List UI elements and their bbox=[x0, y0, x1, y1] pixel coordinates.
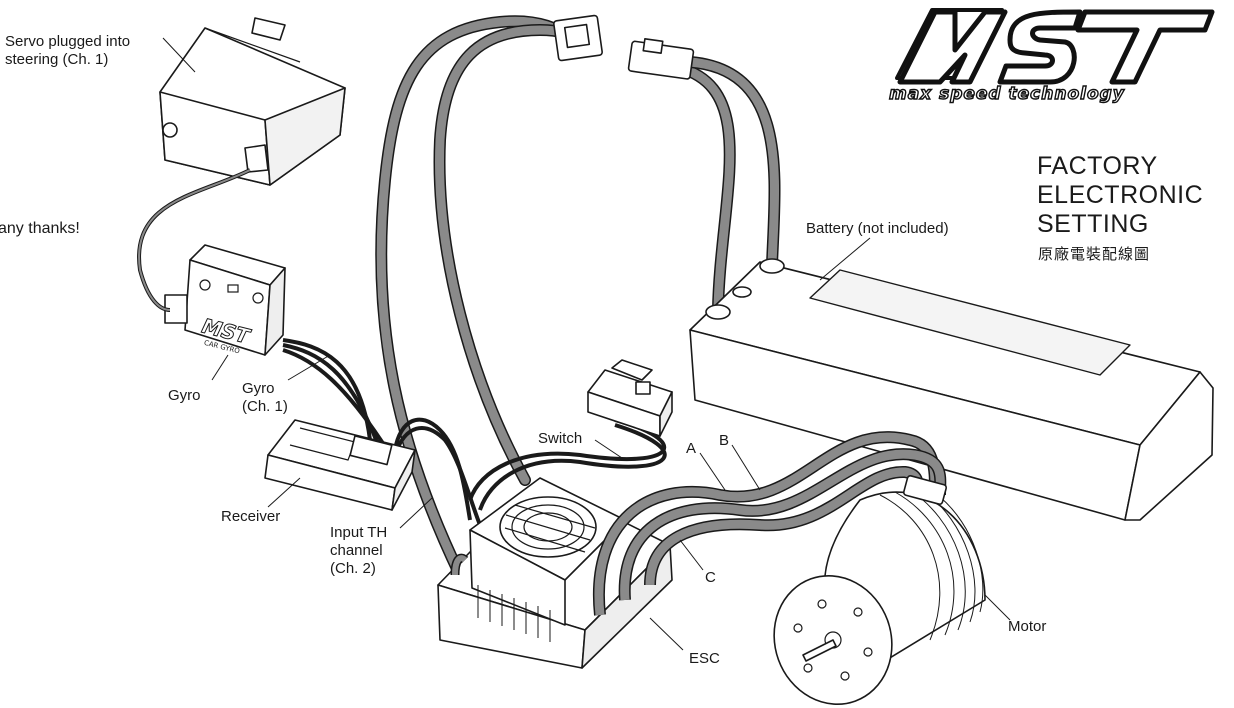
switch bbox=[587, 359, 673, 437]
gyro: MST CAR GYRO bbox=[164, 244, 286, 356]
motor-label: Motor bbox=[1008, 618, 1047, 635]
heading-line-1: FACTORY bbox=[1037, 152, 1158, 180]
signal-wires bbox=[137, 168, 667, 526]
wire-b-label: B bbox=[719, 432, 730, 449]
battery bbox=[689, 258, 1214, 521]
gyro-label: Gyro bbox=[168, 387, 201, 404]
input-th-label: Input TH channel (Ch. 2) bbox=[330, 524, 388, 577]
battery-label: Battery (not included) bbox=[806, 220, 949, 237]
wire-c-label: C bbox=[705, 569, 716, 586]
motor bbox=[773, 475, 986, 706]
side-note: any thanks! bbox=[0, 220, 80, 237]
switch-label: Switch bbox=[538, 430, 583, 447]
receiver bbox=[264, 419, 416, 511]
heading-line-2: ELECTRONIC bbox=[1037, 181, 1204, 209]
heading-line-3: SETTING bbox=[1037, 210, 1149, 238]
battery-connector bbox=[553, 14, 695, 80]
receiver-label: Receiver bbox=[221, 508, 281, 525]
heading-chinese: 原廠電裝配線圖 bbox=[1038, 245, 1151, 263]
leader-lines bbox=[162, 37, 1011, 651]
logo-subtitle: max speed technology bbox=[888, 83, 1125, 104]
wire-a-label: A bbox=[686, 440, 697, 457]
servo bbox=[159, 17, 346, 186]
esc bbox=[437, 477, 673, 669]
gyro-channel-label: Gyro (Ch. 1) bbox=[242, 380, 288, 415]
motor-wires bbox=[592, 431, 947, 616]
servo-label: Servo plugged into steering (Ch. 1) bbox=[5, 33, 131, 68]
esc-label: ESC bbox=[689, 650, 720, 667]
mst-logo bbox=[895, 8, 1215, 85]
